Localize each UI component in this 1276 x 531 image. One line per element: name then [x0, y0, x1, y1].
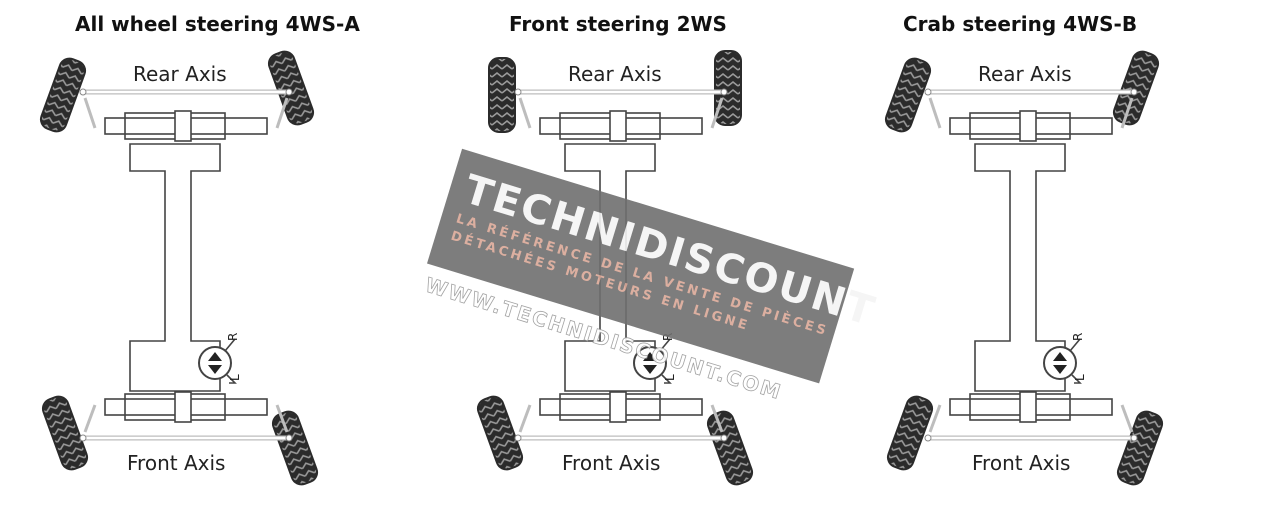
- rear-right-wheel: [267, 50, 315, 126]
- rear-axis-label: Rear Axis: [978, 62, 1072, 86]
- front-right-wheel: [706, 410, 754, 486]
- steering-valve-symbol: RL: [1043, 333, 1087, 384]
- steering-valve-symbol: RL: [633, 333, 677, 384]
- valve-label-l: L: [663, 374, 677, 381]
- valve-label-r: R: [1071, 333, 1085, 341]
- rear-axle: [104, 110, 268, 142]
- steering-valve-symbol: RL: [198, 333, 242, 384]
- front-right-wheel: [271, 410, 319, 486]
- rear-steering-arms: [518, 97, 724, 129]
- rear-right-wheel: [1112, 50, 1160, 126]
- valve-label-l: L: [228, 374, 242, 381]
- rear-axis-label: Rear Axis: [133, 62, 227, 86]
- rear-axle: [539, 110, 703, 142]
- front-left-wheel: [41, 395, 89, 471]
- valve-label-r: R: [226, 333, 240, 341]
- front-axis-label: Front Axis: [127, 451, 225, 475]
- watermark-banner: [426, 148, 855, 384]
- valve-label-l: L: [1073, 374, 1087, 381]
- front-axle: [539, 391, 703, 423]
- chassis-frame: [129, 143, 221, 392]
- rear-steering-arms: [83, 97, 289, 129]
- rear-steering-arms: [928, 97, 1134, 129]
- front-steering-arms: [518, 404, 724, 433]
- front-right-wheel: [1116, 410, 1164, 486]
- rear-right-wheel: [714, 50, 742, 126]
- front-axle: [949, 391, 1113, 423]
- rear-axle: [949, 110, 1113, 142]
- rear-left-wheel: [884, 57, 932, 133]
- rear-left-wheel: [488, 57, 516, 133]
- title-all-wheel-steering: All wheel steering 4WS-A: [75, 12, 360, 36]
- front-steering-arms: [928, 404, 1134, 433]
- front-axis-label: Front Axis: [562, 451, 660, 475]
- title-crab-steering: Crab steering 4WS-B: [903, 12, 1138, 36]
- front-left-wheel: [476, 395, 524, 471]
- rear-left-wheel: [39, 57, 87, 133]
- front-left-wheel: [886, 395, 934, 471]
- front-axle: [104, 391, 268, 423]
- rear-axis-label: Rear Axis: [568, 62, 662, 86]
- front-axis-label: Front Axis: [972, 451, 1070, 475]
- title-front-steering: Front steering 2WS: [509, 12, 727, 36]
- chassis-frame: [974, 143, 1066, 392]
- front-steering-arms: [83, 404, 289, 433]
